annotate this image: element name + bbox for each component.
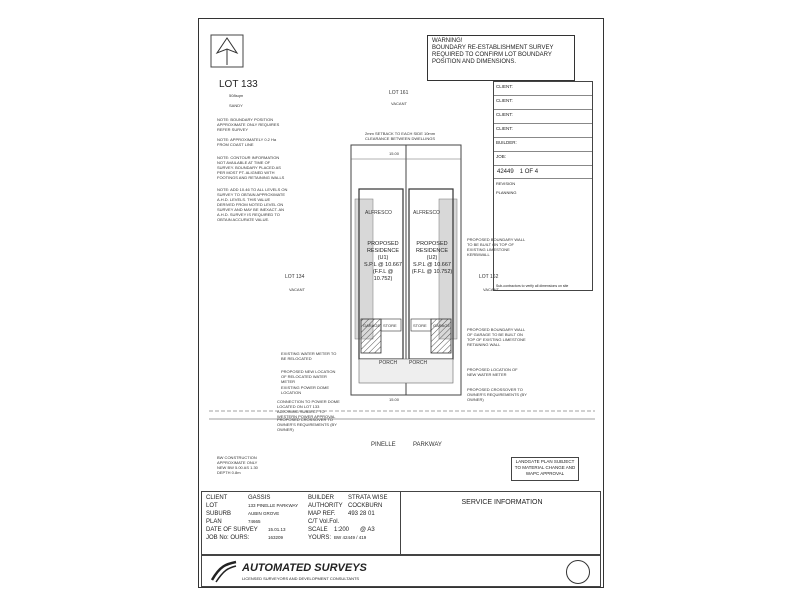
yours-value: BW 42449 / 419: [334, 535, 367, 540]
client-row-1: CLIENT:: [494, 82, 592, 96]
street-right: PARKWAY: [413, 442, 442, 448]
callout-4: PROPOSED CROSSOVER TO OWNER'S REQUIREMEN…: [467, 387, 527, 402]
client-row-4: CLIENT:: [494, 124, 592, 138]
callout-left-2: PROPOSED NEW LOCATION OF RELOCATED WATER…: [281, 369, 336, 384]
service-information: SERVICE INFORMATION: [400, 492, 603, 556]
job-row: JOB:: [494, 152, 592, 166]
service-title: SERVICE INFORMATION: [461, 499, 543, 506]
certification-seal: [566, 560, 590, 584]
note-contour: NOTE: CONTOUR INFORMATION NOT AVAILABLE …: [217, 155, 285, 180]
ct-label: C/T Vol.Fol.: [308, 519, 340, 525]
note-bw: BW CONSTRUCTION APPROXIMATE ONLY NEW BW …: [217, 455, 258, 475]
jobno-label: JOB No: OURS:: [206, 535, 250, 541]
garage-left: GARAGE: [363, 323, 381, 328]
planning-label: PLANNING: [496, 190, 517, 195]
paper-size: @ A3: [360, 527, 375, 533]
client-box: CLIENT: CLIENT: CLIENT: CLIENT: BUILDER:…: [493, 81, 593, 291]
client-value: GASSIS: [248, 495, 271, 501]
site-plan: [209, 144, 595, 420]
lot-west: LOT 134: [285, 274, 305, 280]
warning-line-1: WARNING!: [432, 38, 463, 44]
callout-left-4: CONNECTION TO POWER DOME LOCATED ON LOT …: [277, 399, 340, 419]
callout-left-3: EXISTING POWER DOME LOCATION: [281, 385, 330, 395]
lot-north: LOT 161: [389, 90, 409, 96]
dim-top: 15.00: [389, 151, 400, 156]
warning-line-4: POSITION AND DIMENSIONS.: [432, 59, 517, 65]
sheet-number: 1 OF 4: [519, 169, 539, 175]
landgate-note: LANDGATE PLAN SUBJECT TO MATERIAL CHANGE…: [511, 457, 579, 481]
mapref-label: MAP REF.: [308, 511, 336, 517]
callout-2: PROPOSED BOUNDARY WALL OF GARAGE TO BE B…: [467, 327, 526, 347]
warning-box: WARNING! BOUNDARY RE-ESTABLISHMENT SURVE…: [427, 35, 575, 81]
warning-line-3: REQUIRED TO CONFIRM LOT BOUNDARY: [432, 52, 552, 58]
note-levels: NOTE: ADD 10.46 TO ALL LEVELS ON SURVEY …: [217, 187, 288, 222]
job-number: 42449: [497, 169, 514, 175]
client-label: CLIENT: [206, 495, 228, 501]
north-arrow-icon: [210, 34, 244, 68]
porch-right: PORCH: [409, 360, 428, 366]
street-left: PINELLE: [371, 442, 396, 448]
authority-value: COCKBURN: [348, 503, 383, 509]
lot-east: LOT 162: [479, 274, 499, 280]
porch-left: PORCH: [379, 360, 398, 366]
company-name: AUTOMATED SURVEYS: [242, 562, 367, 574]
store-left: STORE: [383, 323, 397, 328]
builder-value: STRATA WISE: [348, 495, 388, 501]
yours-label: YOURS:: [308, 535, 332, 541]
lot-title: LOT 133: [219, 79, 258, 90]
client-row-3: CLIENT:: [494, 110, 592, 124]
company-logo-icon: [210, 560, 237, 583]
jobno-value: 163209: [268, 535, 284, 540]
builder-row: BUILDER:: [494, 138, 592, 152]
suburb-label: SUBURB: [206, 511, 232, 517]
note-boundary: NOTE: BOUNDARY POSITION APPROXIMATE ONLY…: [217, 117, 280, 132]
note-setback: 2mm SETBACK TO EACH SIDE 10mm CLEARANCE …: [365, 131, 436, 141]
note-coast: NOTE: APPROXIMATELY 0.2 Ha FROM COAST LI…: [217, 137, 277, 147]
lot-west-sub: VACANT: [289, 287, 305, 292]
authority-label: AUTHORITY: [308, 503, 343, 509]
callout-left-1: EXISTING WATER METER TO BE RELOCATED: [281, 351, 337, 361]
client-row-2: CLIENT:: [494, 96, 592, 110]
scale-label: SCALE: [308, 527, 328, 533]
lot-east-sub: VACANT: [483, 287, 499, 292]
scale-value: 1:200: [334, 527, 350, 533]
plan-label: PLAN: [206, 519, 222, 525]
lot-soil: SANDY: [229, 103, 243, 108]
drawing-sheet: WARNING! BOUNDARY RE-ESTABLISHMENT SURVE…: [198, 18, 604, 588]
lot-value: 133 PINELLE PARKWAY: [248, 503, 299, 508]
alfresco-right: ALFRESCO: [413, 210, 440, 216]
lot-label: LOT: [206, 503, 218, 509]
dim-bottom: 15.00: [389, 397, 400, 402]
plan-value: 74665: [248, 519, 261, 524]
warning-line-2: BOUNDARY RE-ESTABLISHMENT SURVEY: [432, 45, 554, 51]
subcontractor-note: Sub-contractors to verify all dimensions…: [496, 284, 569, 288]
lot-area: 508sqm: [229, 93, 244, 98]
lot-north-sub: VACANT: [391, 101, 407, 106]
residence-left: PROPOSED RESIDENCE (U1) S.P.L @ 10.667 (…: [363, 241, 402, 282]
callout-3: PROPOSED LOCATION OF NEW WATER METER: [467, 367, 518, 377]
date-value: 15.01.13: [268, 527, 286, 532]
mapref-value: 493 28 01: [348, 511, 375, 517]
residence-right: PROPOSED RESIDENCE (U2) S.P.L @ 10.667 (…: [411, 241, 453, 275]
suburb-value: AUBIN GROVE: [248, 511, 280, 516]
garage-right: GARAGE: [433, 323, 451, 328]
company-tagline: LICENSED SURVEYORS AND DEVELOPMENT CONSU…: [242, 576, 360, 581]
company-strip: AUTOMATED SURVEYS LICENSED SURVEYORS AND…: [201, 555, 601, 587]
title-block: CLIENT GASSIS BUILDER STRATA WISE LOT 13…: [201, 491, 603, 556]
alfresco-left: ALFRESCO: [365, 210, 392, 216]
date-label: DATE OF SURVEY: [206, 527, 258, 533]
revision-label: REVISION: [496, 181, 516, 186]
callout-1: PROPOSED BOUNDARY WALL TO BE BUILT ON TO…: [467, 237, 526, 257]
callout-left-5: PROPOSED CROSSOVER TO OWNER'S REQUIREMEN…: [277, 417, 337, 432]
builder-label: BUILDER: [308, 495, 335, 501]
store-right: STORE: [413, 323, 427, 328]
